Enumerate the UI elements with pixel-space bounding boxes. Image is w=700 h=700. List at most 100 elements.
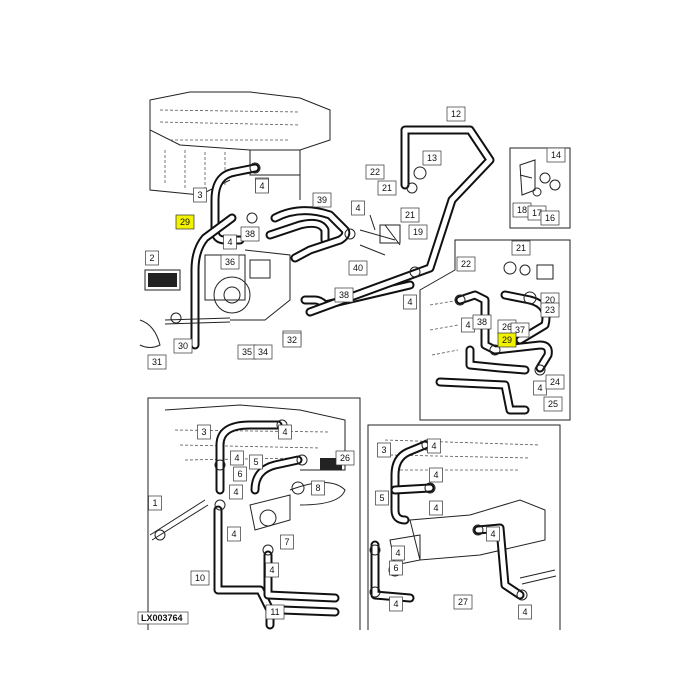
callout-number: 38: [245, 229, 255, 239]
callout-number: 4: [407, 297, 412, 307]
callout-box: [223, 234, 237, 250]
callout-number: 22: [370, 167, 380, 177]
callout-number: 32: [287, 335, 297, 345]
callout-number: 13: [427, 153, 437, 163]
top-main-view: [139, 91, 495, 350]
drawing-ref-label: LX003764: [141, 613, 183, 623]
callout-number: 21: [382, 183, 392, 193]
callout-number: 4: [231, 529, 236, 539]
callout-top-main-18: 19: [408, 224, 428, 240]
callout-number: 6: [393, 563, 398, 573]
callout-right-inset-3: 23: [540, 302, 560, 318]
callout-box: [193, 187, 207, 203]
callout-top-main-5: 2: [145, 250, 159, 266]
callout-number: 35: [242, 347, 252, 357]
callout-box: [233, 466, 247, 482]
callout-box: [511, 240, 531, 256]
callout-number: 4: [393, 599, 398, 609]
callout-top-inset-3: 16: [540, 210, 560, 226]
callout-number: 4: [282, 427, 287, 437]
callout-box: [265, 562, 279, 578]
callout-number: 37: [515, 325, 525, 335]
callout-bottom-left-5: 4: [229, 484, 243, 500]
callout-top-main-7: 31: [147, 354, 167, 370]
callout-number: 38: [477, 317, 487, 327]
callout-bottom-left-11: 4: [265, 562, 279, 578]
callout-box: [545, 374, 565, 390]
callout-box: [190, 570, 210, 586]
callout-bottom-left-10: 7: [280, 534, 294, 550]
callout-top-main-12: 39: [312, 192, 332, 208]
pump-assembly: [204, 249, 291, 321]
callout-number: 7: [284, 537, 289, 547]
callout-number: 4: [537, 383, 542, 393]
callout-bottom-right-5: 4: [486, 526, 500, 542]
highlighted-callout-box: [497, 332, 517, 348]
callout-bottom-right-6: 4: [391, 545, 405, 561]
callout-box: [429, 500, 443, 516]
callout-layer: 3429383623031353433323944022212119443841…: [145, 106, 566, 620]
callout-box: [408, 224, 428, 240]
callout-box: [282, 332, 302, 348]
callout-top-main-23: 12: [446, 106, 466, 122]
callout-number: 4: [490, 529, 495, 539]
callout-box: [472, 314, 492, 330]
callout-top-main-2: 29: [175, 214, 195, 230]
callout-box: [249, 454, 263, 470]
callout-number: 4: [433, 503, 438, 513]
callout-box: [148, 495, 162, 511]
callout-bottom-left-2: 4: [230, 450, 244, 466]
callout-box: [391, 545, 405, 561]
callout-top-main-15: 22: [365, 164, 385, 180]
callout-box: [543, 396, 563, 412]
callout-number: 4: [465, 320, 470, 330]
callout-number: 12: [451, 109, 461, 119]
callout-number: 6: [237, 469, 242, 479]
callout-box: [389, 560, 403, 576]
callout-number: 24: [550, 377, 560, 387]
callout-bottom-right-9: 4: [389, 596, 403, 612]
callout-box: [365, 164, 385, 180]
callout-top-main-4: 36: [220, 254, 240, 270]
callout-bottom-left-9: 4: [227, 526, 241, 542]
callout-box: [173, 338, 193, 354]
clamp-marks: [170, 162, 421, 324]
callout-bottom-right-4: 4: [429, 500, 443, 516]
callout-bottom-right-8: 27: [453, 594, 473, 610]
callout-number: 5: [379, 493, 384, 503]
callout-box: [375, 490, 389, 506]
callout-bottom-right-2: 4: [429, 467, 443, 483]
callout-bottom-left-1: 4: [278, 424, 292, 440]
callout-top-main-20: 4: [255, 178, 269, 194]
callout-top-main-19: 4: [403, 294, 417, 310]
callout-box: [427, 438, 441, 454]
callout-number: 34: [258, 347, 268, 357]
callout-box: [453, 594, 473, 610]
callout-number: 5: [253, 457, 258, 467]
callout-number: 26: [502, 322, 512, 332]
callout-box: [311, 480, 325, 496]
callout-bottom-left-3: 5: [249, 454, 263, 470]
callout-number: 39: [317, 195, 327, 205]
right-inset: [419, 239, 571, 421]
callout-number: 4: [233, 487, 238, 497]
callout-top-main-8: 35: [237, 344, 257, 360]
callout-top-main-21: 38: [334, 287, 354, 303]
callout-box: [240, 226, 260, 242]
callout-number: 38: [339, 290, 349, 300]
callout-bottom-right-3: 5: [375, 490, 389, 506]
callout-number: 17: [532, 208, 542, 218]
callout-box: [278, 424, 292, 440]
callout-number: 30: [178, 341, 188, 351]
callout-right-inset-10: 24: [545, 374, 565, 390]
callout-box: [280, 534, 294, 550]
callout-top-main-13: 4: [351, 200, 365, 216]
callout-top-main-17: 21: [400, 207, 420, 223]
callout-box: [312, 192, 332, 208]
callout-number: 16: [545, 213, 555, 223]
callout-right-inset-8: 29: [497, 332, 517, 348]
callout-number: 29: [180, 217, 190, 227]
callout-number: 40: [353, 263, 363, 273]
callout-top-main-3: 38: [240, 226, 260, 242]
callout-number: 21: [405, 210, 415, 220]
